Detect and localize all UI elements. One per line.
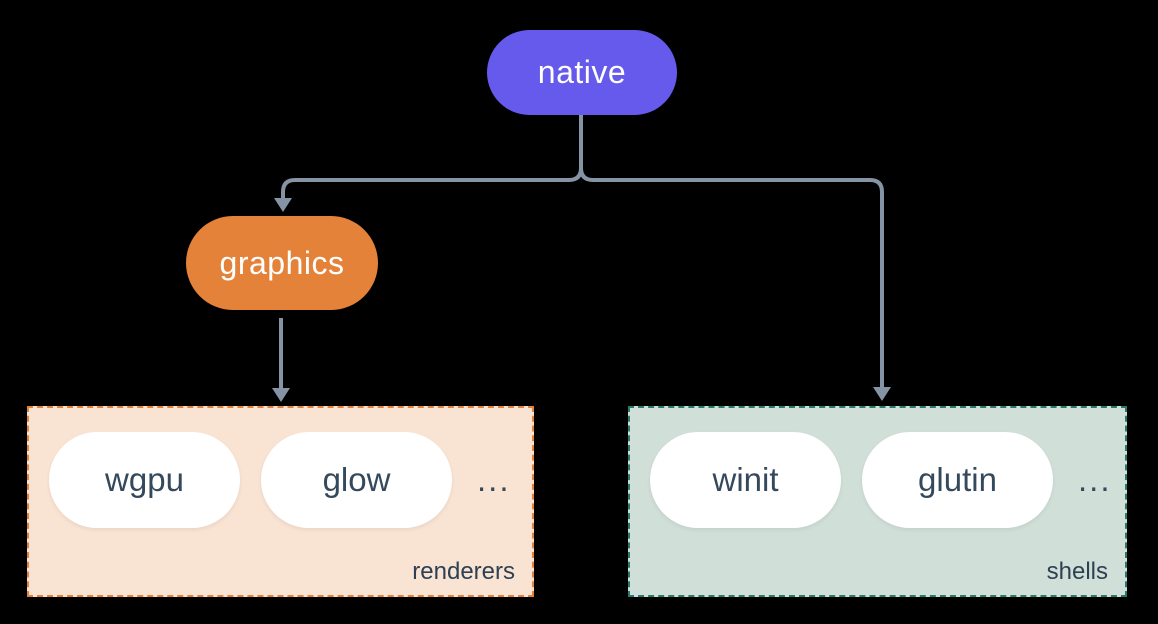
node-winit-label: winit: [712, 461, 779, 498]
renderers-ellipsis: ...: [477, 461, 511, 498]
group-renderers: wgpu glow ... renderers: [27, 406, 534, 597]
shells-ellipsis: ...: [1078, 461, 1112, 498]
group-shells-items: winit glutin ...: [630, 408, 1125, 528]
node-glutin-label: glutin: [918, 461, 997, 498]
node-native-label: native: [537, 54, 627, 90]
node-winit: winit: [650, 432, 841, 528]
node-wgpu: wgpu: [49, 432, 240, 528]
node-glutin: glutin: [862, 432, 1053, 528]
node-glow-label: glow: [322, 461, 391, 498]
group-renderers-items: wgpu glow ...: [29, 408, 532, 528]
node-glow: glow: [261, 432, 452, 528]
group-shells: winit glutin ... shells: [628, 406, 1127, 597]
connector-native-to-graphics: [281, 114, 583, 200]
node-native: native: [487, 30, 677, 115]
group-renderers-label: renderers: [412, 558, 515, 585]
arrowhead-renderers-icon: [272, 388, 290, 402]
node-graphics: graphics: [186, 216, 378, 310]
arrowhead-graphics-icon: [274, 198, 292, 212]
group-shells-label: shells: [1046, 558, 1108, 585]
node-graphics-label: graphics: [219, 244, 345, 281]
node-wgpu-label: wgpu: [105, 461, 184, 498]
connector-native-to-shells: [579, 114, 884, 387]
arrowhead-shells-icon: [873, 387, 891, 401]
